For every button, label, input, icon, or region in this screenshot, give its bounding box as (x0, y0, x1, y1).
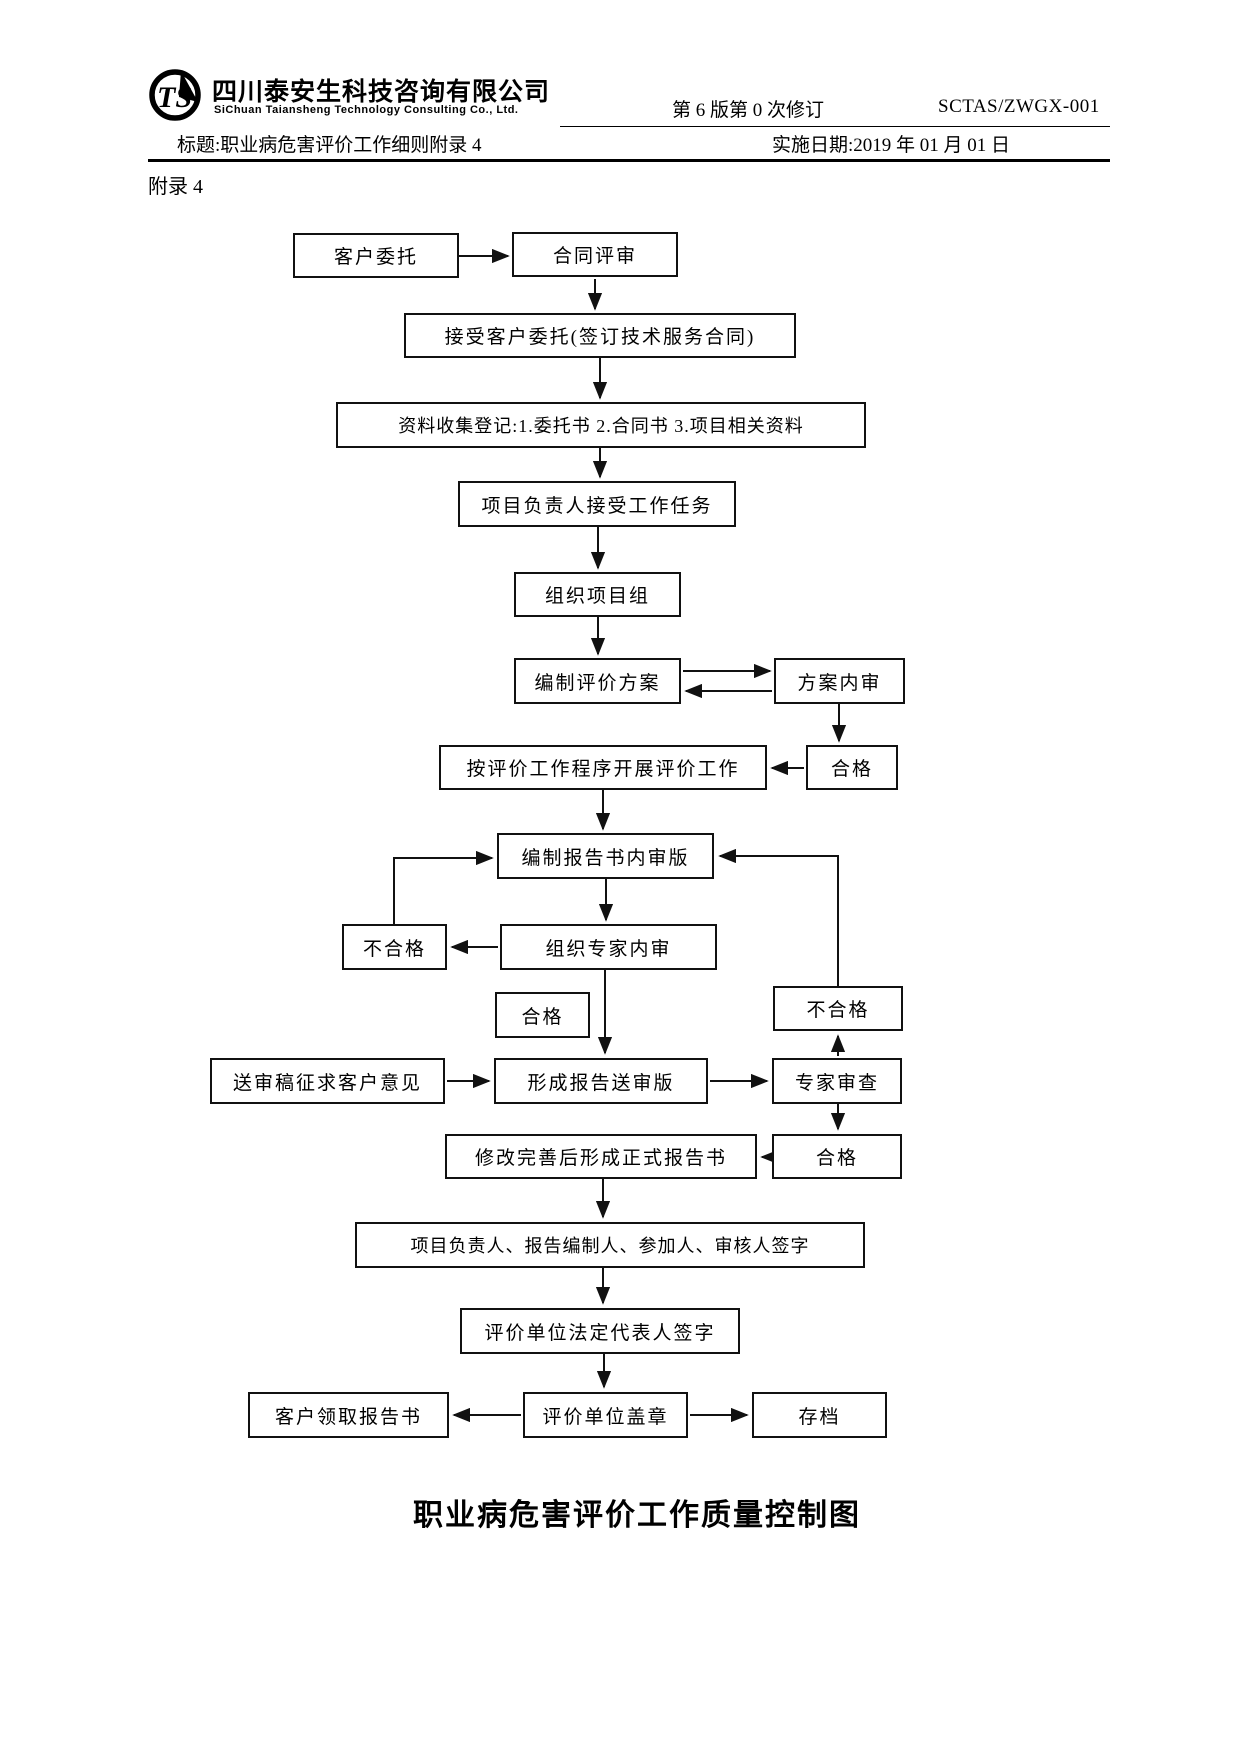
flow-node-unit-seal: 评价单位盖章 (523, 1392, 688, 1438)
flow-node-expert-review: 专家审查 (772, 1058, 902, 1104)
flow-node-contract-review: 合同评审 (512, 232, 678, 277)
company-name-cn: 四川泰安生科技咨询有限公司 (212, 78, 551, 106)
revision-text: 第 6 版第 0 次修订 (672, 100, 825, 121)
flow-node-report-for-review: 形成报告送审版 (494, 1058, 708, 1104)
flow-node-plan-qualified: 合格 (806, 745, 898, 790)
flow-node-expert-unqualified: 不合格 (773, 986, 903, 1031)
flow-node-internal-qualified: 合格 (495, 992, 590, 1038)
flow-node-data-collection: 资料收集登记:1.委托书 2.合同书 3.项目相关资料 (336, 402, 866, 448)
header-right-divider (560, 126, 1110, 127)
svg-text:TS: TS (157, 81, 192, 114)
company-logo-icon: TS (149, 69, 201, 121)
flow-node-archive: 存档 (752, 1392, 887, 1438)
flow-node-carry-out-work: 按评价工作程序开展评价工作 (439, 745, 767, 790)
flow-node-expert-qualified: 合格 (772, 1134, 902, 1179)
flow-node-expert-internal-review: 组织专家内审 (500, 924, 717, 970)
flow-node-final-report: 修改完善后形成正式报告书 (445, 1134, 757, 1179)
flow-node-client-commission: 客户委托 (293, 233, 459, 278)
flow-node-draft-internal: 编制报告书内审版 (497, 833, 714, 879)
flow-node-prepare-plan: 编制评价方案 (514, 658, 681, 704)
flow-node-client-opinion: 送审稿征求客户意见 (210, 1058, 445, 1104)
header-rule (148, 159, 1110, 162)
document-title: 标题:职业病危害评价工作细则附录 4 (177, 135, 482, 156)
flow-node-plan-internal-review: 方案内审 (774, 658, 905, 704)
company-name-en: SiChuan Taiansheng Technology Consulting… (214, 104, 519, 116)
flow-node-accept-commission: 接受客户委托(签订技术服务合同) (404, 313, 796, 358)
flow-node-organize-team: 组织项目组 (514, 572, 681, 617)
flow-node-legal-rep-sign: 评价单位法定代表人签字 (460, 1308, 740, 1354)
flowchart-caption: 职业病危害评价工作质量控制图 (413, 1499, 861, 1532)
flow-node-client-receive: 客户领取报告书 (248, 1392, 449, 1438)
annex-label: 附录 4 (148, 176, 203, 198)
company-logo: TS (146, 66, 204, 124)
flow-node-signatures: 项目负责人、报告编制人、参加人、审核人签字 (355, 1222, 865, 1268)
flow-node-leader-accept-task: 项目负责人接受工作任务 (458, 481, 736, 527)
flow-node-internal-unqualified: 不合格 (342, 924, 447, 970)
implementation-date: 实施日期:2019 年 01 月 01 日 (772, 135, 1011, 156)
document-number: SCTAS/ZWGX-001 (938, 96, 1100, 117)
